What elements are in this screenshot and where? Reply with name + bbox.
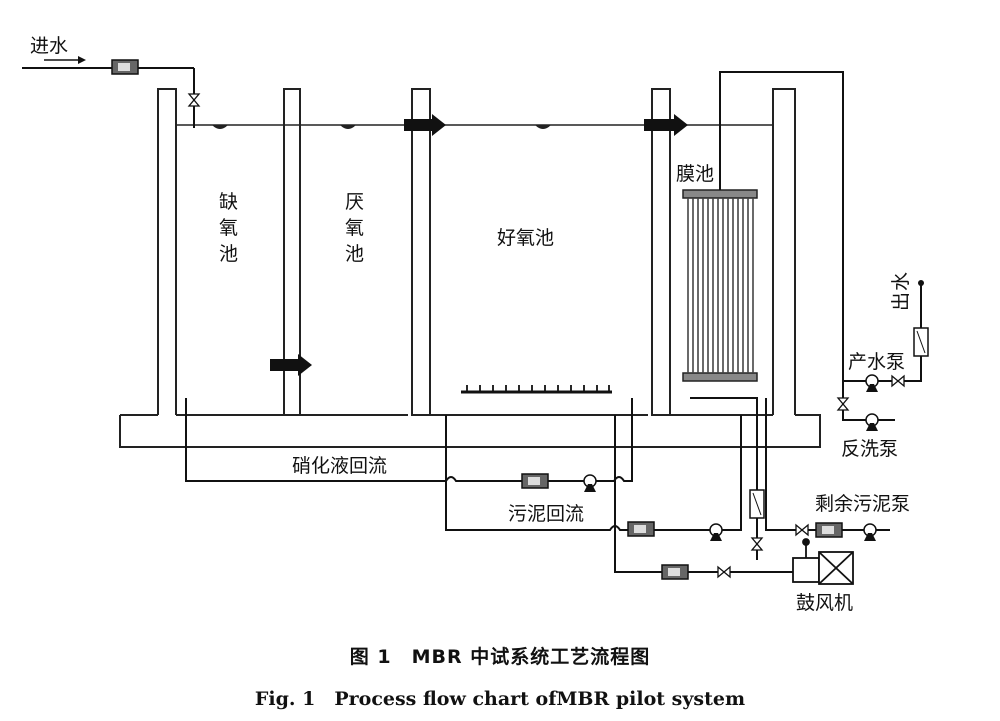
label-anaerobic-1: 厌 (345, 191, 364, 213)
backwash-pump-icon (865, 413, 879, 431)
wall-anoxic-left (157, 88, 177, 415)
excess-sludge-valve-icon (795, 523, 809, 537)
sludge-pump-icon (709, 523, 723, 541)
label-effluent: 出 水 (890, 272, 912, 311)
label-anoxic-2: 氧 (219, 217, 238, 239)
membrane-air-valve-icon (750, 537, 764, 551)
arrow-to-aerobic (404, 114, 446, 136)
caption-english: Fig. 1 Process flow chart ofMBR pilot sy… (254, 688, 746, 710)
wall-anaerobic-aerobic (411, 88, 431, 416)
label-anoxic-3: 池 (219, 243, 238, 265)
membrane-module (682, 189, 758, 382)
permeate-pump-icon (865, 374, 879, 392)
tank-base-slab (119, 414, 821, 448)
membrane-air-flowmeter-icon (749, 489, 765, 519)
sludge-flowmeter-icon (627, 521, 655, 537)
label-anoxic-1: 缺 (219, 191, 238, 213)
aerobic-diffuser (461, 385, 612, 394)
inlet-valve-icon (187, 93, 201, 107)
effluent-outlet-icon (918, 280, 924, 286)
arrow-to-membrane (644, 114, 688, 136)
label-excess-sludge-pump: 剩余污泥泵 (815, 493, 910, 515)
blower-icon (792, 538, 854, 585)
effluent-flowmeter-icon (913, 327, 929, 357)
wall-anoxic-anaerobic (283, 88, 301, 416)
excess-sludge-flowmeter-icon (815, 522, 843, 538)
flow-arrows (270, 114, 688, 376)
sludge-return-line (445, 415, 742, 531)
arrow-anoxic-to-anaerobic (270, 354, 312, 376)
caption-chinese: 图 1 MBR 中试系统工艺流程图 (349, 646, 651, 668)
permeate-valve-icon (891, 374, 905, 388)
wall-membrane-right (772, 88, 796, 415)
label-effluent-2: 水 (890, 272, 912, 291)
label-anaerobic-3: 池 (345, 243, 364, 265)
label-membrane-tank: 膜池 (676, 163, 714, 185)
wall-aerobic-membrane (651, 88, 671, 416)
nitrate-recycle-line (185, 398, 633, 482)
label-blower: 鼓风机 (796, 592, 853, 614)
inlet-flowmeter-icon (111, 59, 139, 75)
air-flowmeter-icon (661, 564, 689, 580)
label-anaerobic-2: 氧 (345, 217, 364, 239)
nitrate-pump-icon (583, 474, 597, 492)
label-backwash-pump: 反洗泵 (841, 438, 898, 460)
label-permeate-pump: 产水泵 (848, 351, 905, 373)
surface-droplets (212, 125, 551, 129)
label-sludge-return: 污泥回流 (508, 503, 584, 525)
label-aerobic: 好氧池 (497, 227, 554, 249)
tank-walls (157, 88, 796, 416)
backwash-valve-icon (836, 397, 850, 411)
label-nitrate-recycle: 硝化液回流 (292, 455, 387, 477)
process-flow-diagram: 进水 缺 氧 池 厌 氧 池 好氧池 膜池 出 水 产水泵 反洗泵 硝化液回流 … (22, 35, 929, 614)
air-valve-icon (717, 565, 731, 579)
label-effluent-1: 出 (890, 292, 912, 311)
excess-sludge-line (765, 398, 890, 531)
excess-sludge-pump-icon (863, 523, 877, 541)
nitrate-flowmeter-icon (521, 473, 549, 489)
inlet-arrow-icon (44, 56, 86, 64)
label-inlet: 进水 (30, 35, 68, 57)
